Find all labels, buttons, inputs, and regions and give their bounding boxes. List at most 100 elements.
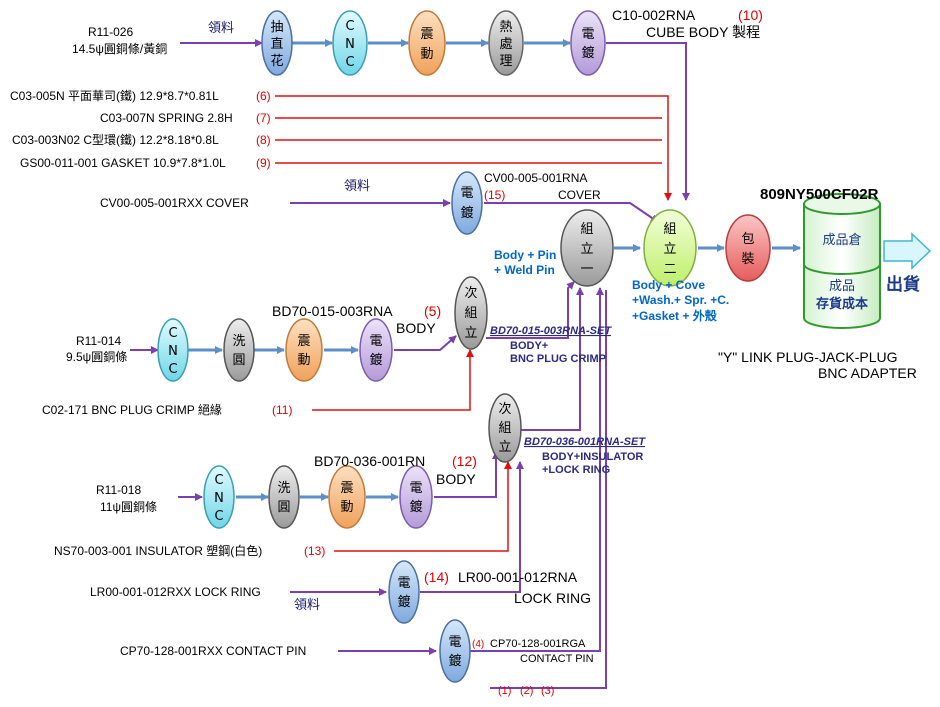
ns70-num: (13) — [304, 544, 325, 558]
svg-text:存貨成本: 存貨成本 — [816, 296, 868, 312]
product-name-1: "Y" LINK PLUG-JACK-PLUG — [718, 349, 898, 365]
node-plating-cover: 電 鍍 — [451, 171, 483, 235]
svg-text:包: 包 — [741, 232, 754, 247]
r11-014-desc: 9.5ψ圓銅條 — [66, 350, 127, 364]
svg-text:立: 立 — [580, 242, 593, 257]
product-name-2: BNC ADAPTER — [818, 365, 917, 381]
svg-text:電: 電 — [369, 334, 382, 349]
r11-018-code: R11-018 — [96, 483, 141, 497]
node-vibrate-3: 震 動 — [328, 465, 366, 529]
warehouse-cylinder: 成品倉 成品 存貨成本 — [803, 193, 881, 329]
svg-text:N: N — [214, 491, 224, 506]
node-plating-1: 電 鍍 — [570, 10, 606, 76]
node-plating-3: 電 鍍 — [399, 465, 433, 529]
svg-text:C: C — [345, 19, 354, 34]
bd70-036-code: BD70-036-001RN — [314, 453, 425, 469]
r11-014-code: R11-014 — [76, 334, 121, 348]
svg-text:理: 理 — [499, 54, 512, 69]
svg-text:震: 震 — [297, 334, 310, 349]
bd70-015-num: (5) — [424, 303, 441, 319]
bottom-num-3: (3) — [541, 685, 554, 697]
c03-005n-text: C03-005N 平面華司(鐵) 12.9*8.7*0.81L — [10, 88, 219, 103]
svg-text:成品: 成品 — [829, 279, 855, 294]
c10-num: (10) — [738, 7, 763, 23]
gs00-num: (9) — [256, 156, 271, 170]
bd70-015-code: BD70-015-003RNA — [272, 303, 393, 319]
svg-text:震: 震 — [340, 481, 353, 496]
set1-line-2: BNC PLUG CRIMP — [510, 353, 606, 365]
svg-text:一: 一 — [580, 262, 593, 277]
node-sub-assembly-2: 次 組 立 — [488, 393, 522, 463]
svg-text:C: C — [214, 473, 223, 488]
node-sub-assembly-1: 次 組 立 — [454, 276, 488, 350]
lr00-rna-desc: LOCK RING — [514, 590, 591, 606]
bottom-num-2: (2) — [520, 685, 533, 697]
node-vibrate-1: 震 動 — [408, 10, 446, 76]
svg-text:圓: 圓 — [277, 500, 290, 515]
r11-018-desc: 11ψ圓銅條 — [100, 500, 157, 514]
svg-text:鍍: 鍍 — [369, 352, 382, 368]
svg-text:組: 組 — [464, 306, 477, 321]
asm2-note-1: Body + Cove — [632, 278, 705, 292]
svg-text:C: C — [345, 55, 354, 70]
c03-007n-num: (7) — [256, 111, 271, 125]
set2-line-2: +LOCK RING — [542, 464, 610, 476]
svg-text:組: 組 — [580, 222, 593, 237]
svg-text:洗: 洗 — [232, 334, 245, 349]
cv00-rna-code: CV00-005-001RNA — [484, 171, 587, 185]
cp70-rxx-text: CP70-128-001RXX CONTACT PIN — [120, 644, 306, 658]
bottom-num-1: (1) — [498, 685, 511, 697]
svg-text:裝: 裝 — [741, 252, 754, 267]
node-plating-contactpin: 電 鍍 — [439, 619, 471, 683]
set1-line-1: BODY+ — [510, 340, 548, 352]
node-cnc-3: C N C — [203, 465, 235, 529]
lr00-rxx-text: LR00-001-012RXX LOCK RING — [90, 585, 261, 599]
node-vibrate-2: 震 動 — [285, 318, 323, 382]
lingliao-3: 領料 — [294, 597, 320, 612]
svg-text:二: 二 — [663, 262, 676, 277]
svg-text:N: N — [168, 344, 178, 359]
svg-text:鍍: 鍍 — [448, 653, 461, 669]
svg-text:動: 動 — [340, 500, 353, 515]
lingliao-1: 領料 — [208, 20, 234, 35]
asm2-note-3: +Gasket + 外殼 — [632, 308, 718, 323]
node-cnc-1: C N C — [332, 10, 368, 76]
r11-026-code: R11-026 — [88, 25, 133, 39]
ship-label: 出貨 — [886, 274, 920, 294]
set2-title: BD70-036-001RNA-SET — [524, 436, 646, 448]
svg-text:動: 動 — [420, 47, 433, 62]
c10-desc: CUBE BODY 製程 — [646, 24, 760, 40]
svg-text:圓: 圓 — [232, 353, 245, 368]
connectors — [130, 39, 932, 689]
c03-007n-text: C03-007N SPRING 2.8H — [100, 111, 233, 125]
node-plating-2: 電 鍍 — [359, 318, 393, 382]
svg-text:組: 組 — [498, 421, 511, 436]
labels: R11-026 14.5ψ圓銅條/黃銅 領料 C10-002RNA (10) C… — [10, 7, 920, 697]
bd70-036-num: (12) — [452, 453, 477, 469]
svg-text:次: 次 — [464, 285, 477, 301]
svg-text:動: 動 — [297, 353, 310, 368]
cp70-rga-desc: CONTACT PIN — [520, 653, 594, 665]
svg-text:立: 立 — [498, 440, 511, 455]
svg-text:C: C — [168, 362, 177, 377]
svg-text:花: 花 — [270, 53, 283, 69]
asm1-note-2: + Weld Pin — [494, 263, 555, 277]
cv00-rxx-text: CV00-005-001RXX COVER — [100, 196, 249, 210]
svg-text:抽: 抽 — [270, 20, 283, 35]
set1-title: BD70-015-003RNA-SET — [490, 325, 612, 337]
cv00-rna-num: (15) — [484, 188, 505, 202]
c02-171-text: C02-171 BNC PLUG CRIMP 絕緣 — [42, 403, 222, 417]
c03-005n-num: (6) — [256, 89, 271, 103]
svg-text:組: 組 — [663, 222, 676, 237]
c10-code: C10-002RNA — [612, 7, 696, 23]
c03-003n02-num: (8) — [256, 133, 271, 147]
svg-text:直: 直 — [270, 37, 283, 52]
r11-026-desc: 14.5ψ圓銅條/黃銅 — [72, 42, 167, 56]
svg-text:立: 立 — [464, 326, 477, 341]
set2-line-1: BODY+INSULATOR — [542, 451, 643, 463]
asm2-note-2: +Wash.+ Spr. +C. — [632, 293, 729, 307]
svg-text:N: N — [345, 37, 355, 52]
svg-text:電: 電 — [409, 481, 422, 496]
